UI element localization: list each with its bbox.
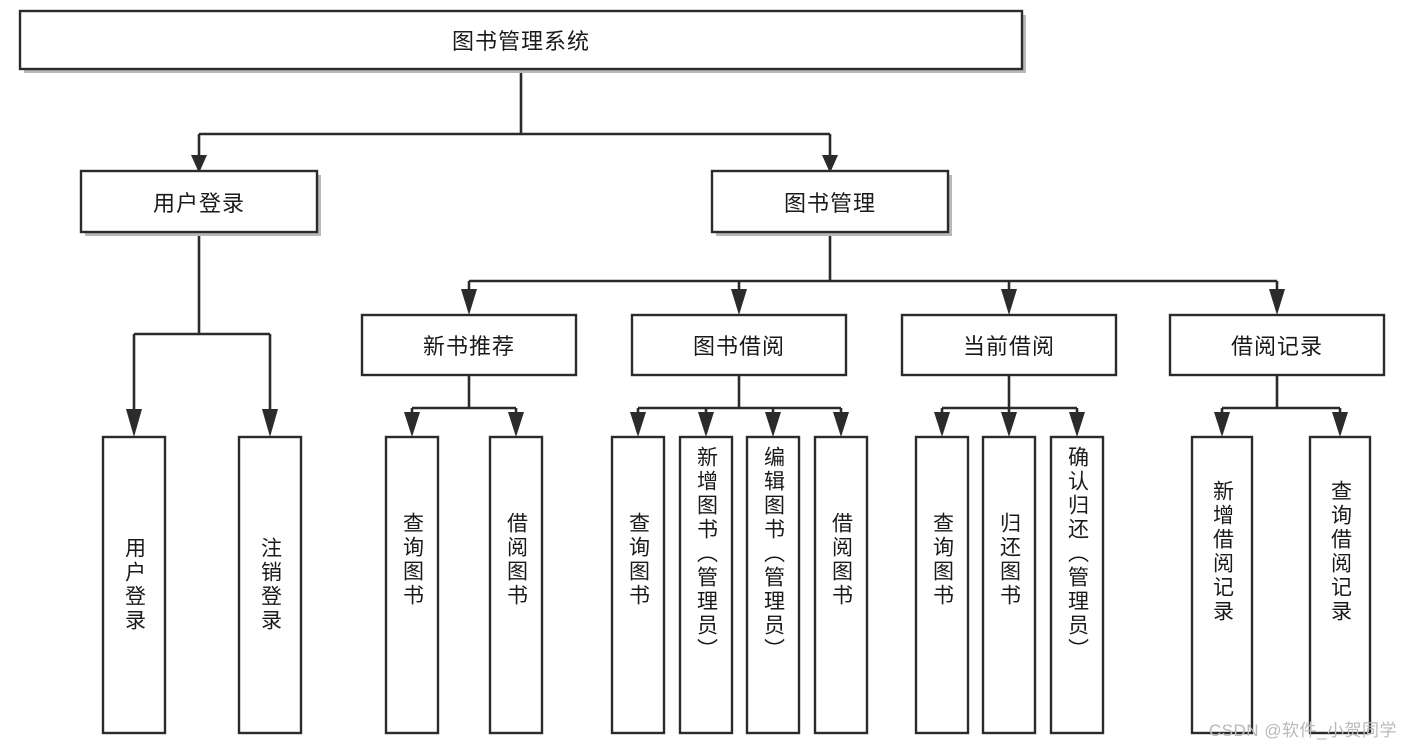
arrow-records-leaf-1 — [1214, 412, 1230, 437]
node-layer — [18, 9, 1386, 735]
node-box-leaf-records-1[interactable] — [1308, 435, 1372, 735]
arrow-level3-3 — [1001, 289, 1017, 315]
arrow-level3-1 — [461, 289, 477, 315]
node-box-leaf-borrow-3[interactable] — [813, 435, 869, 735]
node-box-book-manage[interactable] — [710, 169, 950, 234]
node-box-new-book-recommend[interactable] — [360, 313, 578, 377]
arrow-to-book-manage — [822, 155, 838, 173]
node-box-leaf-recommend-0[interactable] — [384, 435, 440, 735]
node-box-leaf-user-login-0[interactable] — [101, 435, 167, 735]
arrow-recommend-leaf-1 — [404, 412, 420, 437]
arrow-borrow-leaf-4 — [833, 412, 849, 437]
arrow-user-login-leaf-2 — [262, 409, 278, 437]
node-box-leaf-records-0[interactable] — [1190, 435, 1254, 735]
arrow-recommend-leaf-2 — [508, 412, 524, 437]
connector-layer — [126, 69, 1348, 437]
arrow-borrow-leaf-3 — [765, 412, 781, 437]
node-box-user-login[interactable] — [79, 169, 319, 234]
node-box-root[interactable] — [18, 9, 1024, 71]
arrow-current-leaf-2 — [1001, 412, 1017, 437]
arrow-borrow-leaf-1 — [630, 412, 646, 437]
arrow-level3-4 — [1269, 289, 1285, 315]
node-box-current-borrow[interactable] — [900, 313, 1118, 377]
node-box-leaf-recommend-1[interactable] — [488, 435, 544, 735]
node-box-leaf-borrow-2[interactable] — [745, 435, 801, 735]
arrow-user-login-leaf-1 — [126, 409, 142, 437]
node-box-leaf-current-1[interactable] — [981, 435, 1037, 735]
node-box-leaf-borrow-0[interactable] — [610, 435, 666, 735]
arrow-current-leaf-3 — [1069, 412, 1085, 437]
node-box-leaf-current-0[interactable] — [914, 435, 970, 735]
arrow-records-leaf-2 — [1332, 412, 1348, 437]
node-box-leaf-user-login-1[interactable] — [237, 435, 303, 735]
arrow-borrow-leaf-2 — [698, 412, 714, 437]
arrow-to-user-login — [191, 155, 207, 173]
node-box-leaf-borrow-1[interactable] — [678, 435, 734, 735]
arrow-level3-2 — [731, 289, 747, 315]
node-box-borrow-records[interactable] — [1168, 313, 1386, 377]
node-box-book-borrow[interactable] — [630, 313, 848, 377]
node-box-leaf-current-2[interactable] — [1049, 435, 1105, 735]
arrow-current-leaf-1 — [934, 412, 950, 437]
